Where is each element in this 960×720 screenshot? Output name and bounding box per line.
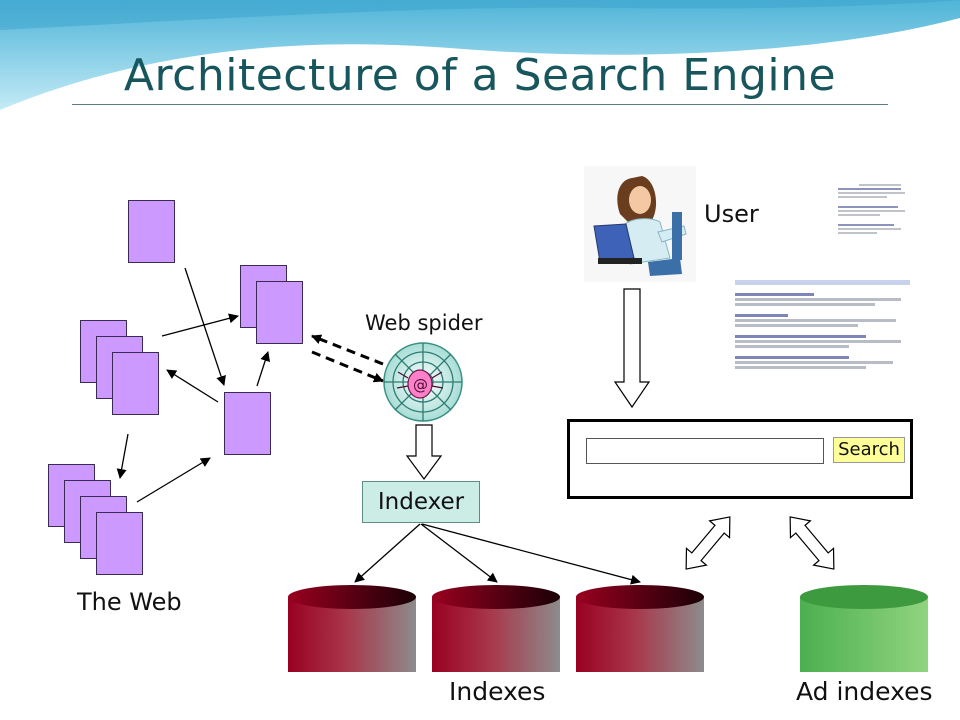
label-indexes: Indexes xyxy=(449,677,546,706)
title-rule xyxy=(72,104,888,105)
link-arrow xyxy=(161,313,239,337)
web-page xyxy=(256,281,303,344)
down-arrow xyxy=(613,288,651,409)
search-button[interactable]: Search xyxy=(833,437,905,463)
indexer-box: Indexer xyxy=(362,481,480,523)
label-web-spider: Web spider xyxy=(365,311,483,335)
search-box-panel: Search xyxy=(567,419,913,499)
search-results-mockup xyxy=(735,278,910,390)
ad-index-cylinder xyxy=(800,585,928,672)
link-arrow xyxy=(166,369,219,403)
index-arrow xyxy=(420,523,498,583)
link-arrow xyxy=(136,457,211,503)
index-arrow xyxy=(421,523,641,585)
ad-results-mockup xyxy=(838,182,908,268)
spider-crawl-arrow xyxy=(311,334,384,366)
web-page xyxy=(128,200,175,263)
index-cylinder xyxy=(288,585,416,672)
web-page xyxy=(112,352,159,415)
spider-crawl-arrow xyxy=(311,350,384,383)
web-page xyxy=(96,512,143,575)
link-arrow xyxy=(116,433,129,479)
bidirectional-arrow xyxy=(789,516,835,570)
web-page xyxy=(224,392,271,455)
search-input[interactable] xyxy=(586,438,824,464)
page-title: Architecture of a Search Engine xyxy=(123,50,837,101)
label-ad-indexes: Ad indexes xyxy=(796,677,933,706)
spider-web-icon: @ xyxy=(383,342,463,422)
svg-text:@: @ xyxy=(413,376,428,394)
index-arrow xyxy=(354,523,421,583)
index-cylinder xyxy=(432,585,560,672)
down-arrow xyxy=(405,424,443,481)
bidirectional-arrow xyxy=(685,516,731,570)
label-user: User xyxy=(704,200,759,228)
user-at-computer-icon xyxy=(584,166,696,282)
index-cylinder xyxy=(576,585,704,672)
link-arrow xyxy=(256,351,270,387)
label-the-web: The Web xyxy=(77,588,182,616)
link-arrow xyxy=(184,267,226,386)
